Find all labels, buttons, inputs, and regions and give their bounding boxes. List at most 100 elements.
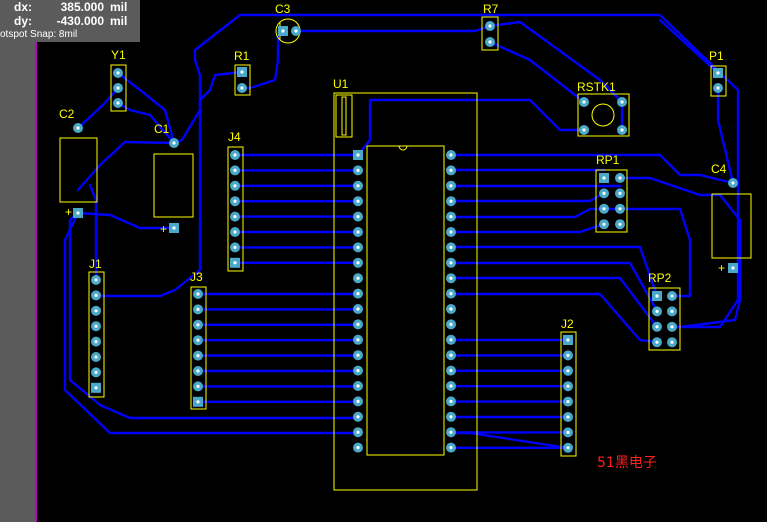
u1-pin-right-hole <box>449 399 453 403</box>
r1-outline <box>234 64 251 96</box>
u1-pin-left-hole <box>356 384 360 388</box>
j3-outline <box>190 286 207 410</box>
u1-pin-right-hole <box>449 215 453 219</box>
track-c1-c2 <box>76 211 176 230</box>
u1-socket-lever-inner <box>341 96 347 136</box>
dx-value: 385.000 <box>60 0 104 14</box>
track-rp1 <box>449 222 606 234</box>
c4-outline <box>711 193 752 259</box>
rstk1-pin-hole <box>582 128 586 132</box>
track-r1-j1 <box>94 70 244 298</box>
j1-pin-hole <box>94 309 98 313</box>
rp1-pin-hole <box>618 207 622 211</box>
track-rp1-rp2 <box>602 207 692 298</box>
rstk1-pin-hole <box>620 100 624 104</box>
label-r1: R1 <box>234 49 250 63</box>
track-c1 <box>172 58 202 145</box>
track-c3-r7 <box>294 24 492 33</box>
r7-pin-hole <box>488 24 492 28</box>
u1-pin-left-hole <box>356 322 360 326</box>
component-labels: C3 R7 Y1 R1 P1 U1 RSTK1 C2 C1 J4 RP1 C4 … <box>59 2 727 471</box>
u1-pin-right-hole <box>449 245 453 249</box>
rp2-pin-hole <box>655 340 659 344</box>
label-j1: J1 <box>89 257 102 271</box>
label-j2: J2 <box>561 317 574 331</box>
rp2-pin-hole <box>655 309 659 313</box>
board-edge-line <box>35 0 37 522</box>
track-p1-c4 <box>716 86 735 185</box>
rp2-pin-hole <box>670 340 674 344</box>
j2-pin-hole <box>566 353 570 357</box>
j2-pin-hole <box>566 369 570 373</box>
c4-pin-hole <box>731 181 735 185</box>
u1-pin-right-hole <box>449 384 453 388</box>
u1-pin-right-hole <box>449 353 453 357</box>
panel-left-strip <box>0 0 36 522</box>
track-top-loop <box>193 13 740 329</box>
u1-socket-lever <box>335 94 353 138</box>
u1-pin-left-hole <box>356 276 360 280</box>
rp1-pin-hole <box>602 222 606 226</box>
c4-pin-hole <box>731 266 735 270</box>
track-gnd-bottom2 <box>63 211 360 435</box>
label-c3: C3 <box>275 2 291 16</box>
u1-pin-right-hole <box>449 261 453 265</box>
dx-row: dx: 385.000 mil <box>14 0 127 14</box>
u1-pin-left-hole <box>356 369 360 373</box>
u1-pin-left-hole <box>356 153 360 157</box>
label-r7: R7 <box>483 2 499 16</box>
c2-pin-hole <box>76 126 80 130</box>
c3-pin-hole <box>294 29 298 33</box>
r1-pin-hole <box>240 86 244 90</box>
rp1-pin-hole <box>602 176 606 180</box>
j1-pin-hole <box>94 324 98 328</box>
j4-outline <box>227 146 244 272</box>
u1-pin-right-hole <box>449 446 453 450</box>
u1-pin-right-hole <box>449 153 453 157</box>
rp2-pin-hole <box>670 294 674 298</box>
j4-pin-hole <box>233 245 237 249</box>
j2-pin-hole <box>566 446 570 450</box>
u1-pin-right-hole <box>449 199 453 203</box>
track-rp2 <box>449 292 659 344</box>
u1-pin-right-hole <box>449 184 453 188</box>
rstk1-pin-hole <box>620 128 624 132</box>
u1-pin-right-hole <box>449 369 453 373</box>
polarity-c1: + <box>160 222 167 236</box>
track-gnd-bottom <box>68 211 360 420</box>
dy-label: dy: <box>14 14 32 28</box>
u1-pin-left-hole <box>356 430 360 434</box>
track-rp2 <box>449 276 659 329</box>
u1-outline <box>333 92 478 491</box>
j4-pin-hole <box>233 230 237 234</box>
rp2-pin-hole <box>670 309 674 313</box>
j4-pin-hole <box>233 261 237 265</box>
label-rp1: RP1 <box>596 153 620 167</box>
track-u1-vcc <box>449 153 735 185</box>
rp2-outline <box>648 287 681 351</box>
c2-outline <box>59 137 98 203</box>
u1-pin-left-hole <box>356 353 360 357</box>
u1-pin-left-hole <box>356 415 360 419</box>
p1-pin-hole <box>716 86 720 90</box>
track-rp2 <box>449 245 659 298</box>
j4-pin-hole <box>233 215 237 219</box>
u1-pin-left-hole <box>356 292 360 296</box>
label-c4: C4 <box>711 162 727 176</box>
label-y1: Y1 <box>111 48 126 62</box>
label-p1: P1 <box>709 49 724 63</box>
brand-watermark: 51黑电子 <box>597 455 657 471</box>
u1-pin-left-hole <box>356 184 360 188</box>
y1-pin-hole <box>116 101 120 105</box>
silkscreen-layer <box>59 16 752 491</box>
polarity-c4: + <box>718 261 725 275</box>
rp2-pin-hole <box>655 325 659 329</box>
u1-pin-left-hole <box>356 230 360 234</box>
snap-status: otspot Snap: 8mil <box>0 29 78 40</box>
label-rp2: RP2 <box>648 271 672 285</box>
u1-pin-left-hole <box>356 215 360 219</box>
u1-pin-left-hole <box>356 261 360 265</box>
u1-pin-left-hole <box>356 446 360 450</box>
